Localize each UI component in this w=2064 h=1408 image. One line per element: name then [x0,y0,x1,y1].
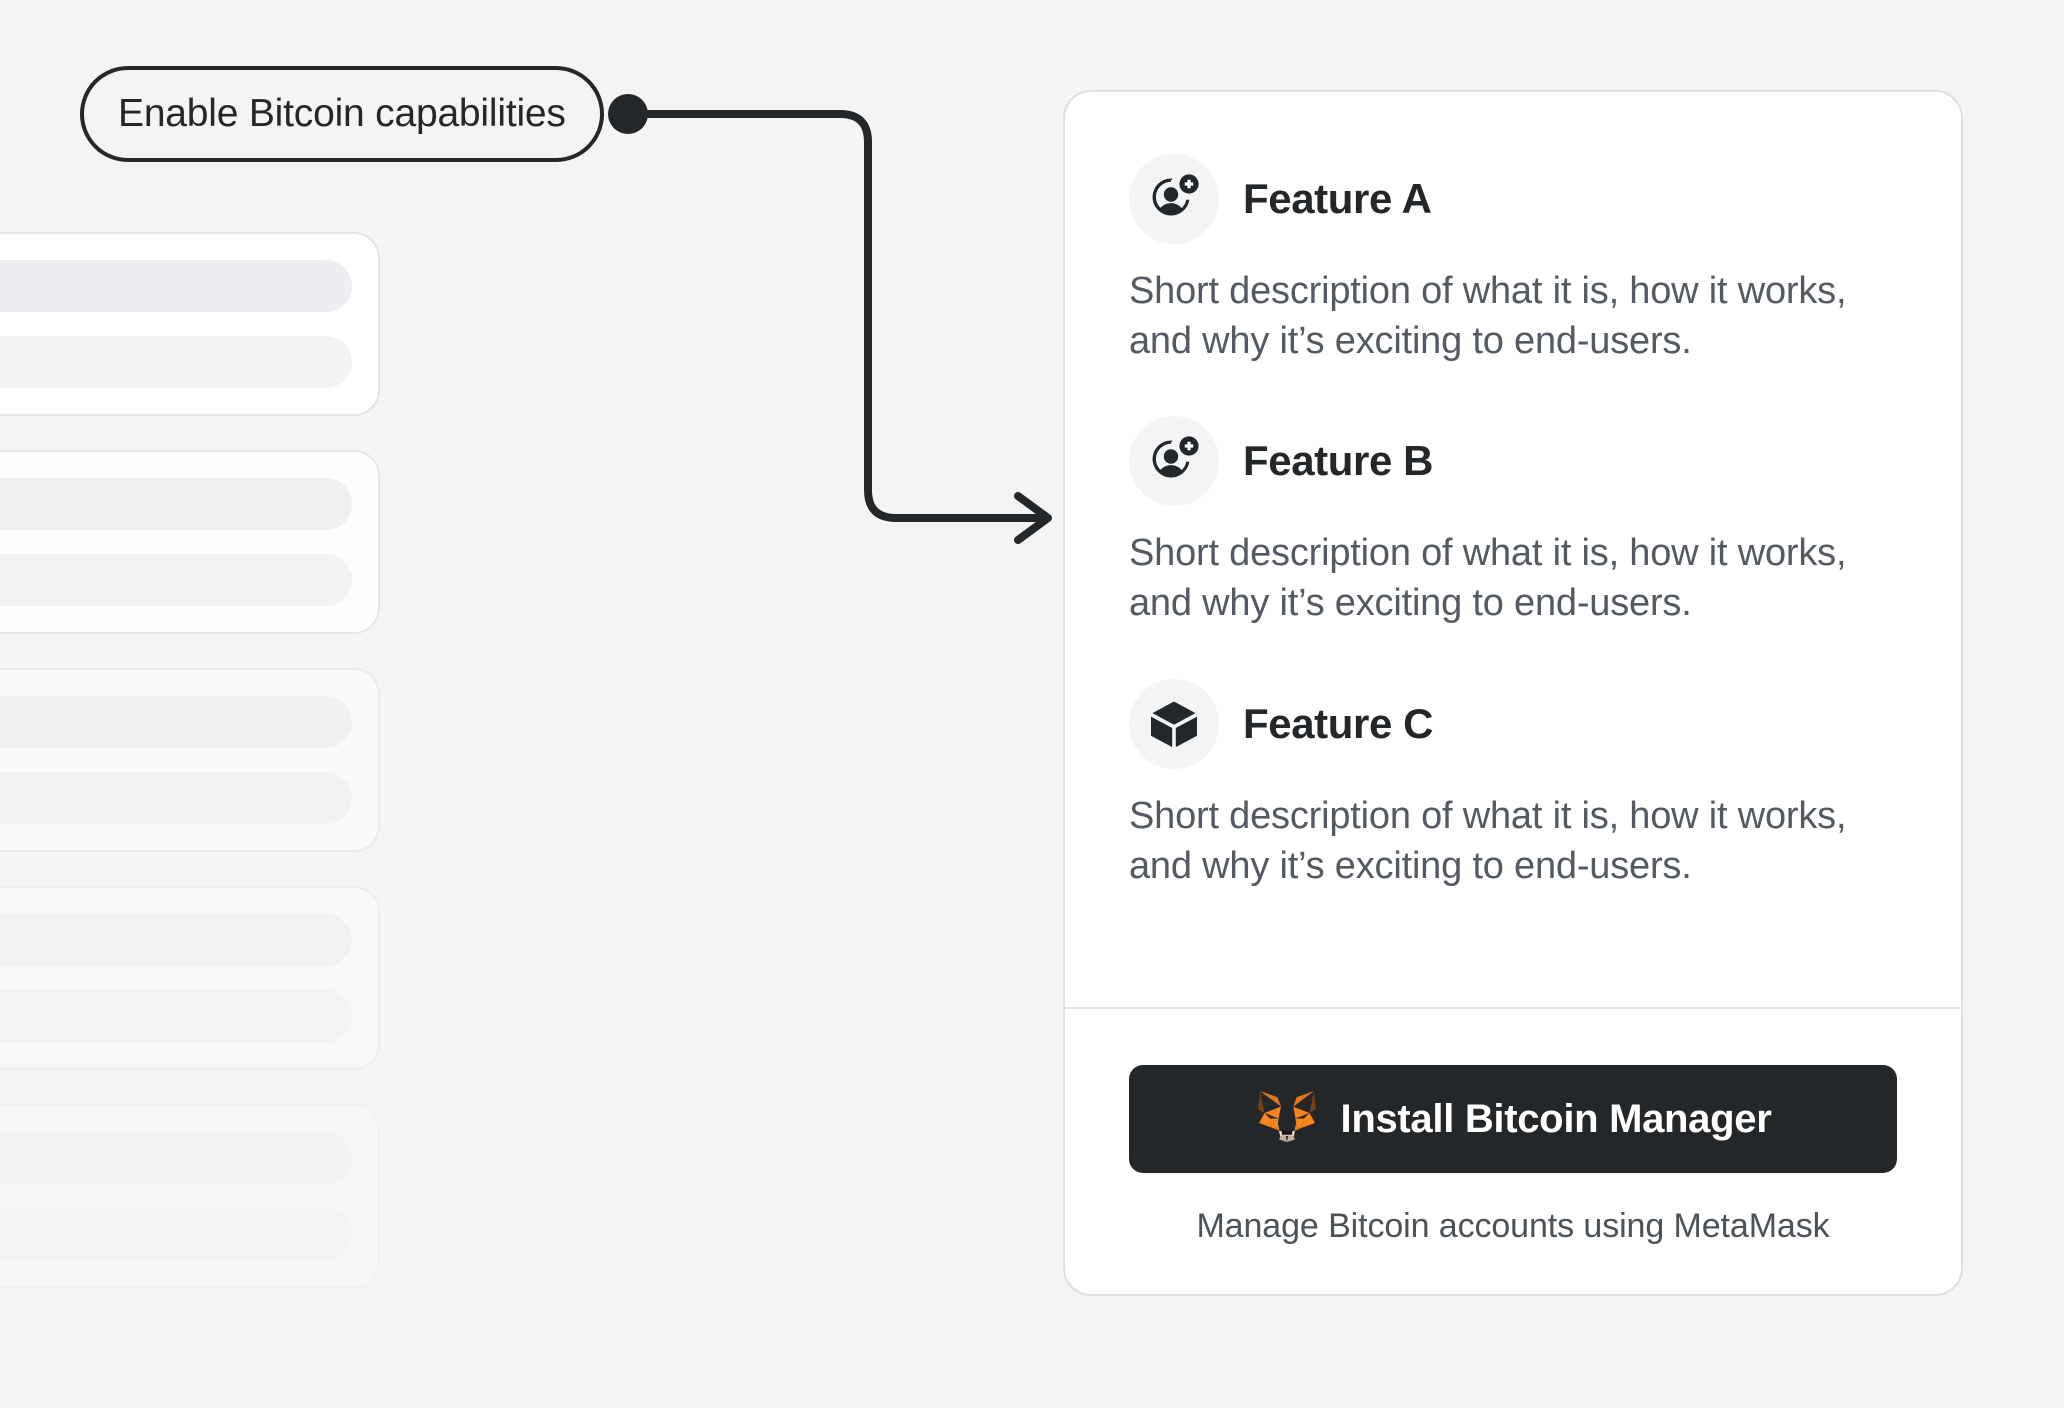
install-button-label: Install Bitcoin Manager [1340,1096,1772,1141]
feature-title-a: Feature A [1243,175,1432,222]
feature-block-b: Feature B Short description of what it i… [1129,416,1897,628]
features-section: Feature A Short description of what it i… [1065,92,1961,1007]
connector-path [624,110,1044,522]
skeleton-bar [0,554,352,606]
skeleton-card [0,450,380,634]
feature-title-c: Feature C [1243,699,1434,747]
card-divider [1065,1007,1961,1009]
skeleton-bar [0,1208,352,1260]
feature-header-a: Feature A [1129,154,1897,244]
skeleton-bar [0,336,352,388]
skeleton-card [0,232,380,416]
skeleton-card [0,886,380,1070]
skeleton-card [0,1104,380,1288]
skeleton-card [0,668,380,852]
connector-arrowhead [1014,492,1052,544]
feature-description-b: Short description of what it is, how it … [1129,532,1847,625]
skeleton-bar [0,478,352,530]
feature-block-c: Feature C Short description of what it i… [1129,678,1897,891]
feature-description-a: Short description of what it is, how it … [1129,270,1847,363]
skeleton-bar [0,772,352,824]
skeleton-bar [0,696,352,748]
feature-block-a: Feature A Short description of what it i… [1129,154,1897,366]
feature-title-b: Feature B [1243,437,1434,485]
callout-connector-arrow [608,94,1052,544]
install-bitcoin-manager-button[interactable]: Install Bitcoin Manager [1129,1065,1897,1173]
skeleton-bar [0,260,352,312]
feature-header-b: Feature B [1129,416,1897,507]
add-account-icon [1129,154,1219,244]
callout-label-text: Enable Bitcoin capabilities [118,92,566,135]
add-account-icon [1129,416,1219,507]
card-footer: Install Bitcoin Manager Manage Bitcoin a… [1065,1009,1961,1294]
footer-caption: Manage Bitcoin accounts using MetaMask [1196,1207,1830,1245]
feature-description-c: Short description of what it is, how it … [1129,794,1847,887]
skeleton-bar [0,914,352,966]
metamask-fox-icon [1255,1089,1319,1149]
feature-header-c: Feature C [1129,678,1897,769]
cube-icon [1129,678,1219,769]
skeleton-bar [0,990,352,1042]
callout-label-pill: Enable Bitcoin capabilities [80,66,604,162]
connector-dot [608,94,648,134]
background-skeleton-list [0,232,640,1408]
bitcoin-capabilities-card: Feature A Short description of what it i… [1063,90,1963,1296]
skeleton-bar [0,1132,352,1184]
